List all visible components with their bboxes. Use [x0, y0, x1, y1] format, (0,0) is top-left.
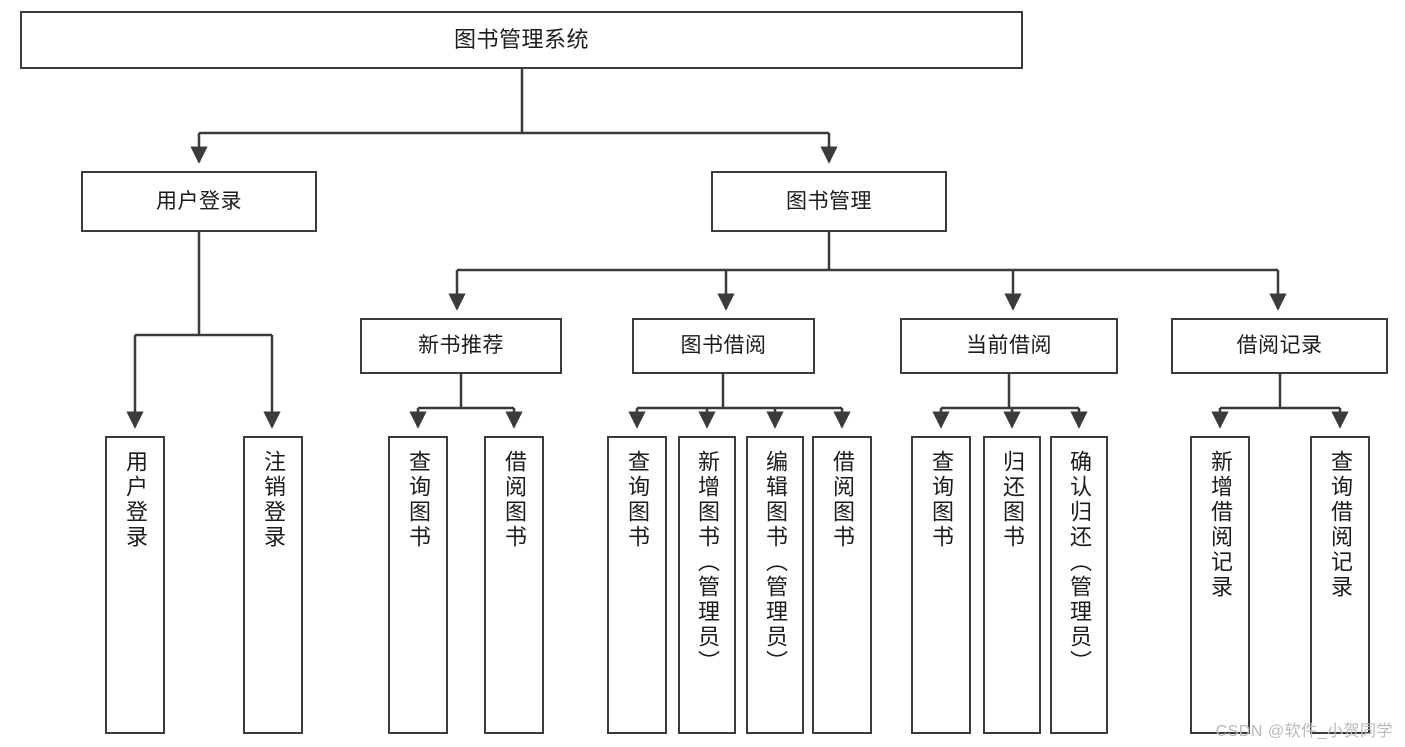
node-label: 新增图书（管理员）	[695, 450, 720, 675]
node-leaf-borrow-book-2[interactable]: 借阅图书	[812, 436, 872, 734]
node-label: 编辑图书（管理员）	[763, 450, 788, 675]
node-leaf-add-borrow-record[interactable]: 新增借阅记录	[1190, 436, 1250, 734]
node-label: 图书管理系统	[453, 26, 589, 52]
node-label: 注销登录	[261, 450, 286, 550]
node-root-system[interactable]: 图书管理系统	[20, 11, 1023, 69]
node-label: 当前借阅	[966, 334, 1052, 358]
node-leaf-query-book-1[interactable]: 查询图书	[388, 436, 448, 734]
node-leaf-query-book-3[interactable]: 查询图书	[911, 436, 971, 734]
node-leaf-return-book[interactable]: 归还图书	[983, 436, 1041, 734]
node-leaf-logout[interactable]: 注销登录	[243, 436, 303, 734]
node-new-book-recommend[interactable]: 新书推荐	[360, 318, 562, 374]
node-leaf-borrow-book-1[interactable]: 借阅图书	[484, 436, 544, 734]
node-label: 借阅图书	[830, 450, 855, 550]
node-label: 图书管理	[786, 189, 872, 213]
node-label: 确认归还（管理员）	[1067, 450, 1092, 675]
node-leaf-add-book[interactable]: 新增图书（管理员）	[678, 436, 736, 734]
node-leaf-confirm-return[interactable]: 确认归还（管理员）	[1050, 436, 1108, 734]
node-label: 查询图书	[406, 450, 431, 550]
node-leaf-user-login[interactable]: 用户登录	[105, 436, 165, 734]
node-label: 查询借阅记录	[1328, 450, 1353, 600]
node-label: 借阅记录	[1236, 334, 1323, 358]
node-leaf-edit-book[interactable]: 编辑图书（管理员）	[746, 436, 804, 734]
node-label: 查询图书	[929, 450, 954, 550]
node-label: 新增借阅记录	[1208, 450, 1233, 600]
node-leaf-query-book-2[interactable]: 查询图书	[607, 436, 667, 734]
node-leaf-query-borrow-record[interactable]: 查询借阅记录	[1310, 436, 1370, 734]
node-current-borrow[interactable]: 当前借阅	[900, 318, 1118, 374]
node-book-management[interactable]: 图书管理	[711, 171, 947, 232]
node-book-borrow[interactable]: 图书借阅	[632, 318, 815, 374]
node-label: 图书借阅	[680, 334, 767, 358]
node-label: 归还图书	[1000, 450, 1025, 550]
node-label: 查询图书	[625, 450, 650, 550]
node-label: 新书推荐	[418, 334, 504, 358]
watermark: CSDN @软件_小贺同学	[1215, 723, 1393, 740]
node-label: 借阅图书	[502, 450, 527, 550]
node-user-login[interactable]: 用户登录	[81, 171, 317, 232]
node-label: 用户登录	[156, 189, 242, 213]
node-label: 用户登录	[123, 450, 148, 550]
node-borrow-record[interactable]: 借阅记录	[1171, 318, 1388, 374]
